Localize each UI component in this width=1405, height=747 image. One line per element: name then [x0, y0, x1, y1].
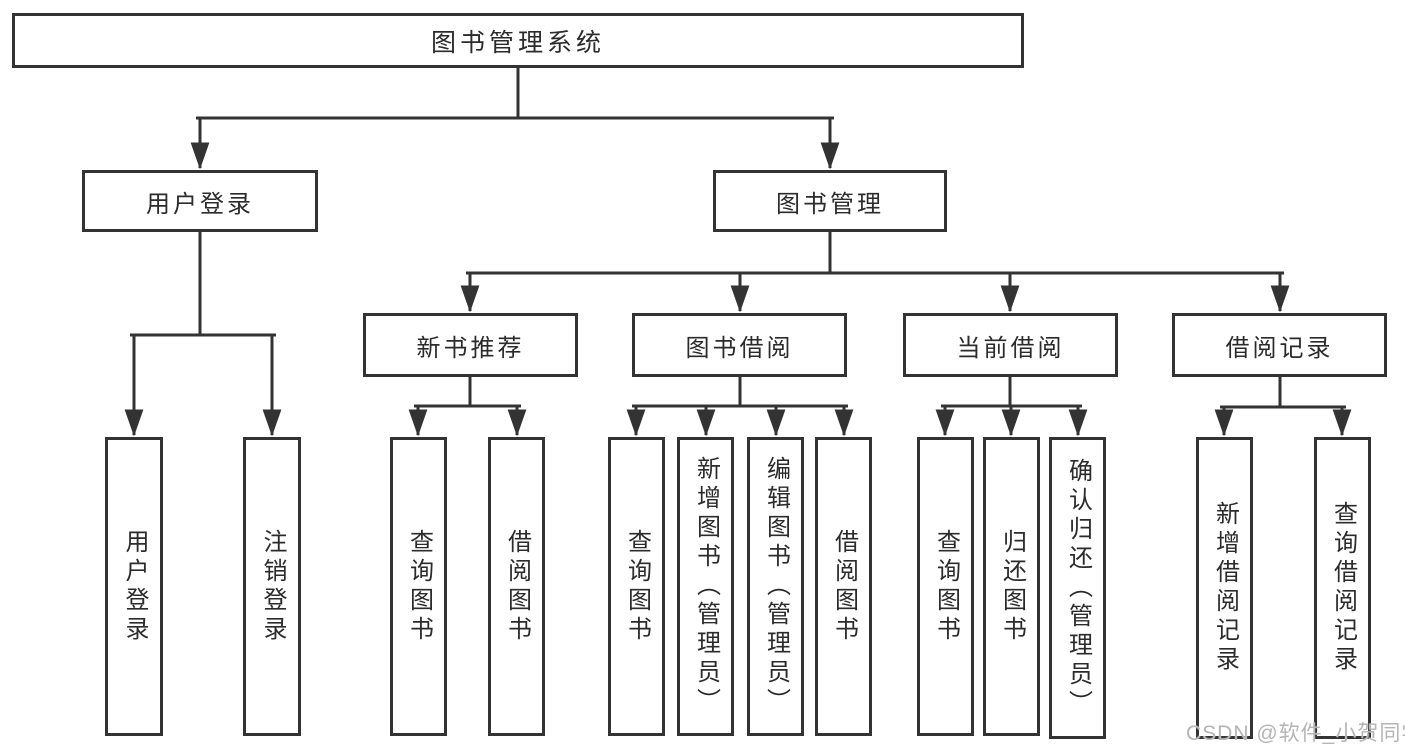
leaf-user-login: 用户登录 [105, 437, 163, 736]
leaf-borrow-edit-books-admin-label: 编辑图书（管理员） [762, 456, 790, 717]
leaf-borrow-add-books-admin-label: 新增图书（管理员） [692, 456, 720, 717]
leaf-records-add-record: 新增借阅记录 [1196, 437, 1253, 739]
node-book-management-label: 图书管理 [776, 190, 884, 218]
node-root-label: 图书管理系统 [430, 28, 605, 57]
leaf-borrow-borrow-books-label: 借阅图书 [830, 528, 858, 645]
leaf-logout-login: 注销登录 [243, 437, 301, 736]
csdn-watermark: CSDN @软件_小贺同学 [1186, 722, 1405, 745]
leaf-current-confirm-return-admin-label: 确认归还（管理员） [1064, 457, 1092, 719]
connector-root-to-level2 [190, 68, 840, 170]
leaf-borrow-edit-books-admin: 编辑图书（管理员） [747, 437, 804, 736]
node-new-book-recommend-label: 新书推荐 [416, 334, 525, 362]
leaf-current-confirm-return-admin: 确认归还（管理员） [1049, 437, 1106, 739]
leaf-borrow-query-books-label: 查询图书 [623, 528, 651, 645]
node-borrow-records-label: 借阅记录 [1225, 334, 1334, 362]
node-book-borrow-label: 图书借阅 [685, 334, 794, 362]
leaf-current-return-books: 归还图书 [983, 437, 1040, 736]
leaf-records-query-record-label: 查询借阅记录 [1329, 501, 1357, 675]
node-user-login: 用户登录 [82, 170, 318, 232]
connector-user-login-to-leaves [124, 232, 282, 437]
leaf-newbook-borrow-books: 借阅图书 [488, 437, 545, 736]
node-current-borrow-label: 当前借阅 [956, 334, 1065, 362]
leaf-newbook-query-books-label: 查询图书 [405, 528, 433, 645]
connector-book-management-to-level3 [460, 232, 1290, 313]
leaf-borrow-query-books: 查询图书 [608, 437, 665, 736]
node-root-library-system: 图书管理系统 [12, 13, 1024, 68]
leaf-records-query-record: 查询借阅记录 [1314, 437, 1371, 739]
leaf-current-query-books: 查询图书 [917, 437, 974, 736]
leaf-records-add-record-label: 新增借阅记录 [1211, 501, 1239, 675]
leaf-borrow-add-books-admin: 新增图书（管理员） [677, 437, 734, 736]
connector-new-book-recommend-to-leaves [408, 377, 527, 437]
connector-book-borrow-to-leaves [626, 377, 854, 437]
node-current-borrow: 当前借阅 [903, 313, 1118, 377]
node-user-login-label: 用户登录 [146, 190, 254, 218]
connector-current-borrow-to-leaves [935, 377, 1088, 437]
leaf-borrow-borrow-books: 借阅图书 [815, 437, 872, 736]
leaf-newbook-query-books: 查询图书 [390, 437, 447, 736]
node-borrow-records: 借阅记录 [1172, 313, 1387, 377]
connector-borrow-records-to-leaves [1214, 377, 1352, 437]
leaf-newbook-borrow-books-label: 借阅图书 [503, 528, 531, 645]
leaf-current-query-books-label: 查询图书 [932, 528, 960, 645]
node-new-book-recommend: 新书推荐 [363, 313, 578, 377]
node-book-borrow: 图书借阅 [632, 313, 847, 377]
node-book-management: 图书管理 [713, 170, 947, 232]
leaf-user-login-label: 用户登录 [121, 528, 148, 645]
leaf-current-return-books-label: 归还图书 [998, 528, 1026, 645]
leaf-logout-login-label: 注销登录 [259, 528, 286, 645]
